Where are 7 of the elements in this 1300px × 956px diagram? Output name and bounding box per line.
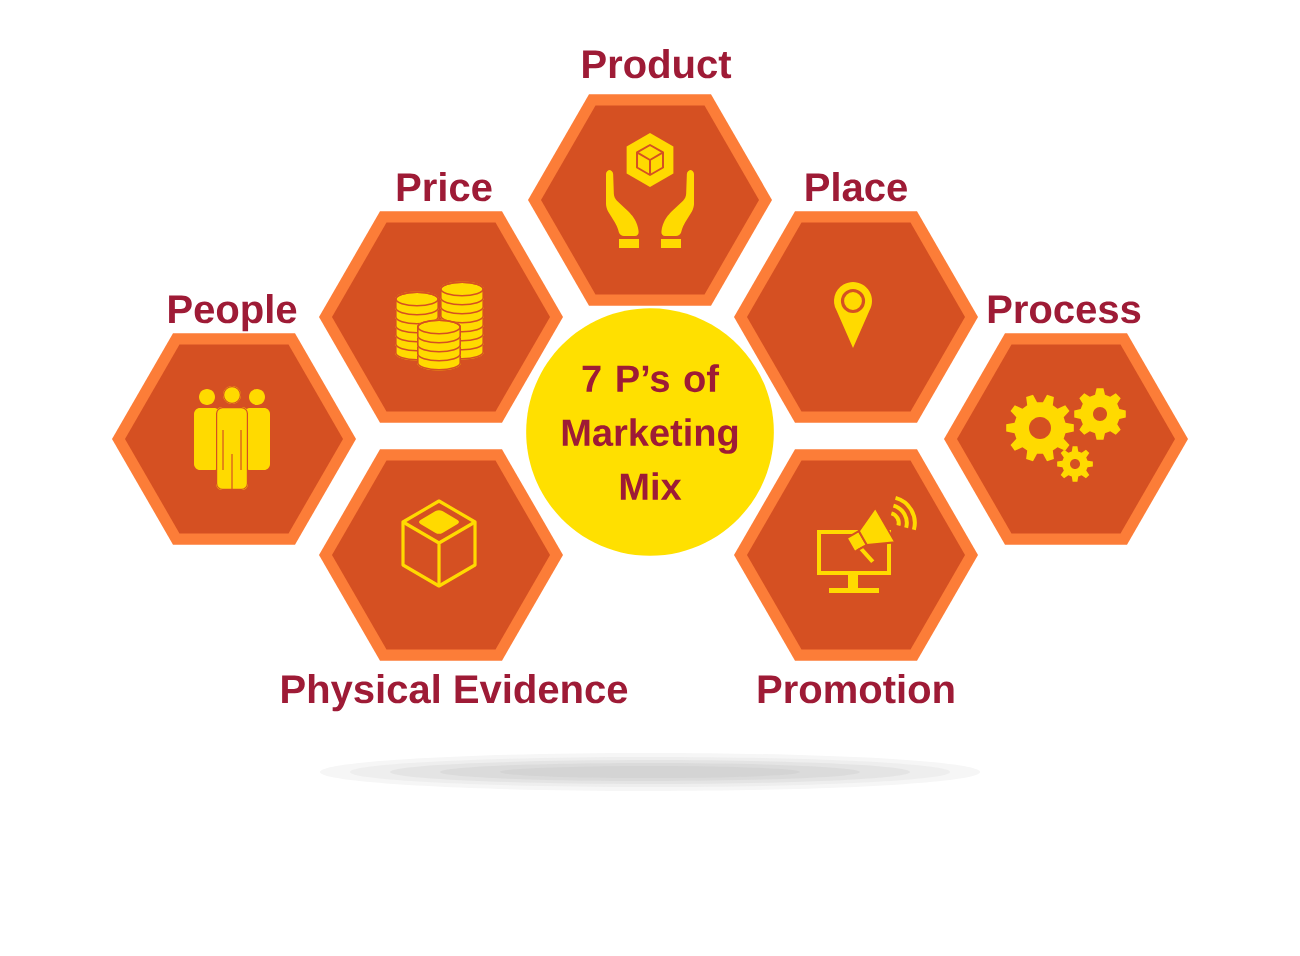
heading: Price <box>397 172 492 202</box>
heading: Physical Evidence <box>282 674 628 712</box>
heading: Place <box>806 172 907 202</box>
heading: Process <box>988 295 1141 324</box>
heading: Product <box>583 49 732 79</box>
heading: People <box>169 294 297 332</box>
heading: Promotion <box>758 674 954 704</box>
